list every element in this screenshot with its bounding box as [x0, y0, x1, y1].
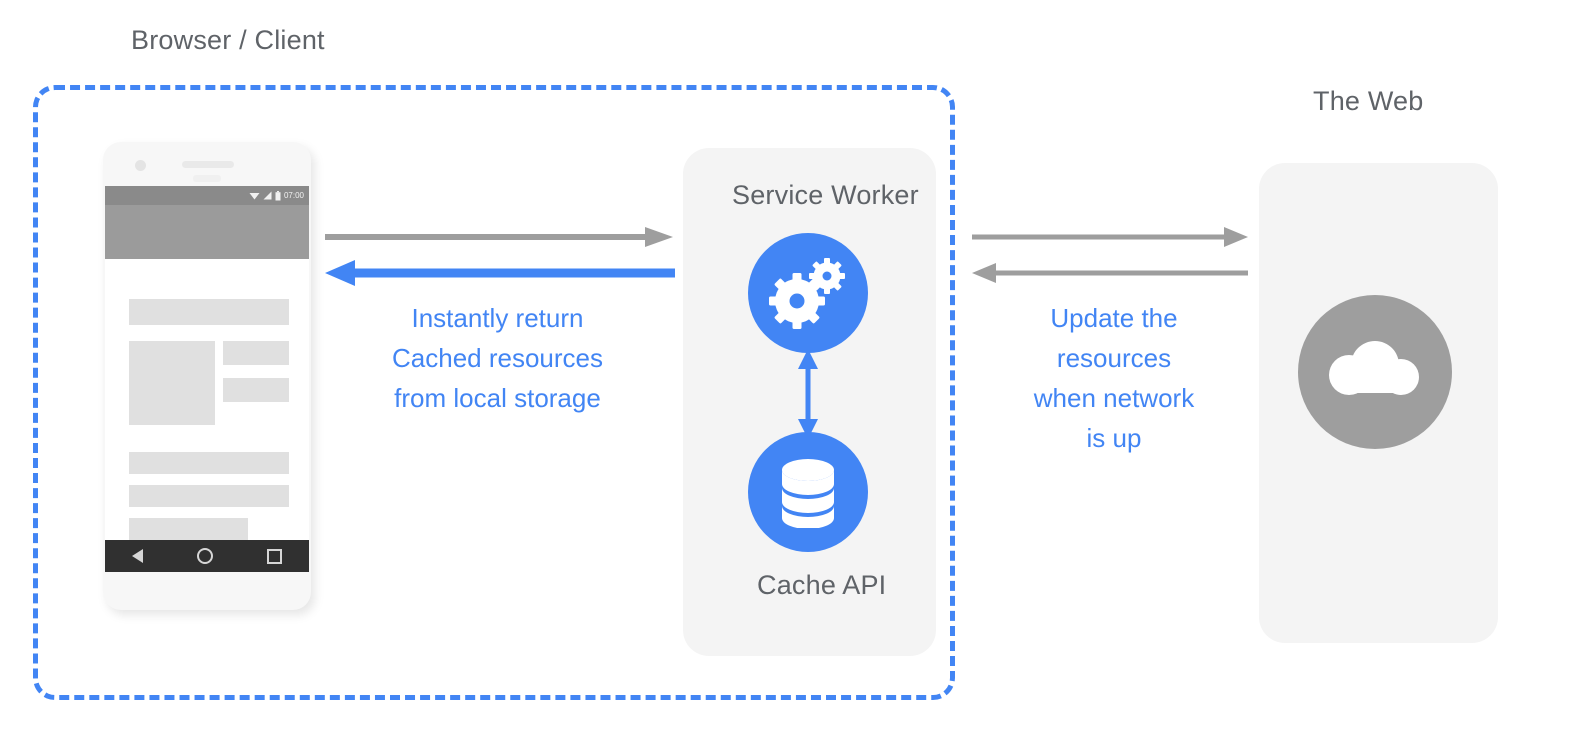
signal-icon	[263, 191, 272, 200]
service-worker-cache-connector	[798, 349, 818, 439]
battery-icon	[275, 190, 281, 200]
arrow-web-to-service-worker	[972, 263, 1248, 283]
skeleton-block	[129, 341, 215, 425]
phone-speaker-grille	[182, 161, 234, 168]
database-icon	[748, 432, 868, 552]
phone-device: 07:00	[103, 142, 311, 610]
skeleton-block	[223, 341, 289, 365]
the-web-title: The Web	[1313, 86, 1424, 116]
skeleton-block	[223, 378, 289, 402]
phone-app-bar	[105, 205, 309, 259]
home-icon[interactable]	[197, 548, 213, 564]
skeleton-block	[129, 485, 289, 507]
arrow-service-worker-to-web	[972, 227, 1248, 247]
phone-sensor	[193, 175, 221, 182]
gears-icon	[748, 233, 868, 353]
wifi-icon	[249, 193, 260, 200]
service-worker-title: Service Worker	[732, 180, 919, 210]
cache-api-title: Cache API	[757, 570, 887, 600]
phone-camera-icon	[135, 160, 146, 171]
browser-client-title: Browser / Client	[131, 25, 325, 55]
skeleton-block	[129, 299, 289, 325]
phone-screen: 07:00	[105, 186, 309, 572]
back-icon[interactable]	[132, 549, 143, 563]
update-resources-annotation: Update the resources when network is up	[1033, 303, 1195, 453]
browser-client-boundary	[33, 85, 955, 700]
phone-nav-bar	[105, 540, 309, 572]
recents-icon[interactable]	[267, 548, 282, 564]
phone-status-bar: 07:00	[105, 186, 309, 205]
cached-resources-annotation: Instantly return Cached resources from l…	[392, 303, 603, 413]
arrow-phone-to-service-worker	[325, 227, 673, 247]
phone-status-time: 07:00	[283, 190, 304, 200]
skeleton-block	[129, 452, 289, 474]
arrow-service-worker-to-phone	[325, 260, 675, 286]
skeleton-block	[129, 518, 248, 540]
cloud-icon	[1298, 295, 1452, 449]
